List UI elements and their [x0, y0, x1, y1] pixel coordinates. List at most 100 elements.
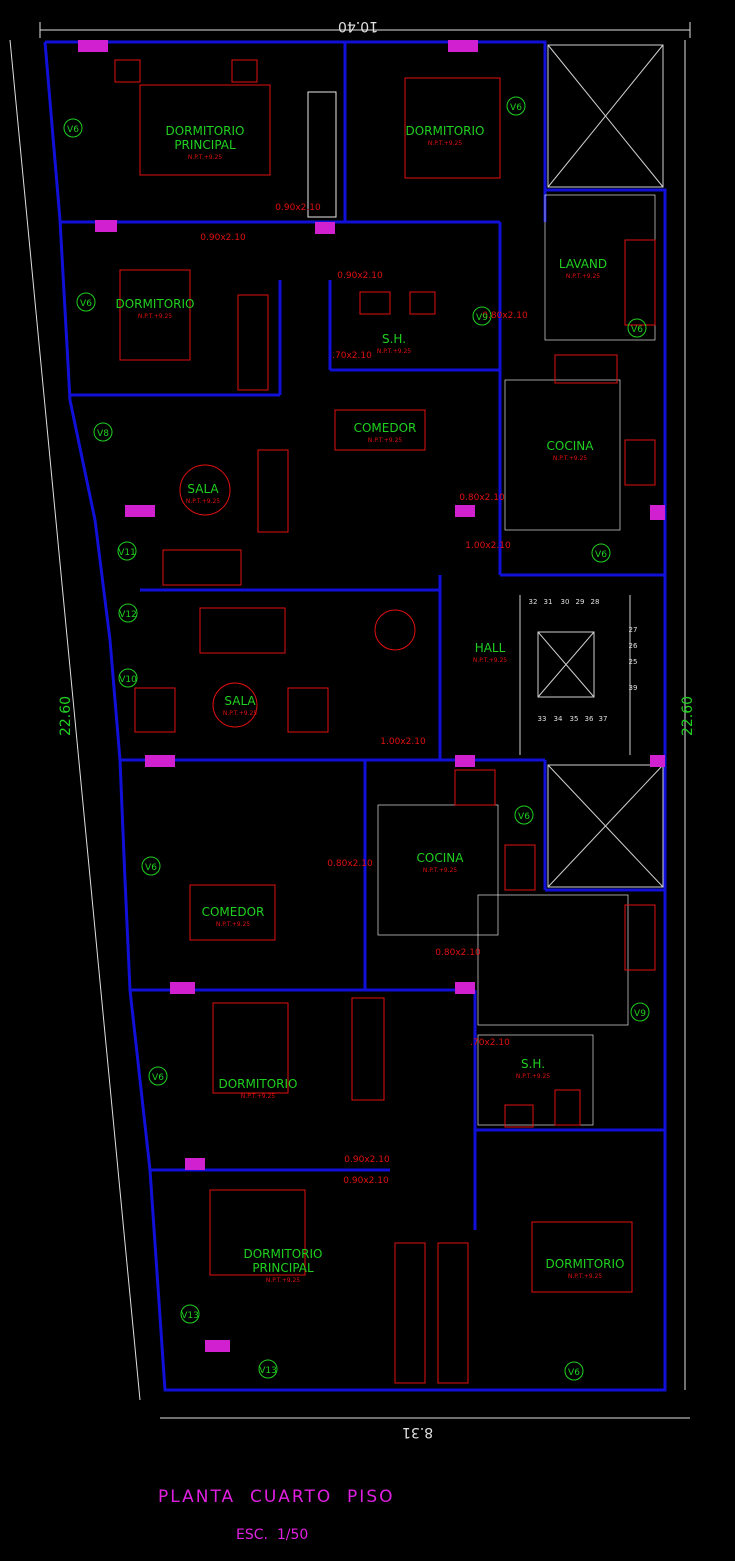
- dim-right: 22.60: [680, 695, 697, 737]
- door-size-label: 0.90x2.10: [343, 1176, 389, 1186]
- room-label: COCINA: [547, 439, 595, 453]
- stair-step: 35: [570, 715, 579, 723]
- door-size-label: 0.90x2.10: [337, 271, 383, 281]
- room-label: DORMITORIO: [545, 1257, 624, 1271]
- room-label: COCINA: [417, 851, 465, 865]
- window-tag-circle: [514, 805, 534, 825]
- door-size-label: 0.90x2.10: [344, 1155, 390, 1165]
- level-label: N.P.T.+9.25: [188, 154, 222, 161]
- stair-step: 34: [554, 715, 563, 723]
- window-tag: V13: [181, 1311, 199, 1321]
- level-label: N.P.T.+9.25: [516, 1073, 550, 1080]
- window-tag: V10: [119, 675, 137, 685]
- furniture: [114, 59, 656, 1384]
- window-tag: V6: [631, 325, 643, 335]
- dim-top: 10.40: [338, 18, 379, 34]
- room-label-sub: PRINCIPAL: [252, 1261, 314, 1275]
- stair-step: 36: [585, 715, 594, 723]
- window-tag: V12: [119, 610, 137, 620]
- level-label: N.P.T.+9.25: [473, 657, 507, 664]
- level-label: N.P.T.+9.25: [138, 313, 172, 320]
- level-label: N.P.T.+9.25: [553, 455, 587, 462]
- level-label: N.P.T.+9.25: [423, 867, 457, 874]
- level-label: N.P.T.+9.25: [266, 1277, 300, 1284]
- room-label: DORMITORIO: [405, 124, 484, 138]
- window-tag: V6: [80, 299, 92, 309]
- room-label: S.H.: [521, 1057, 545, 1071]
- door-size-label: 1.00x2.10: [380, 737, 426, 747]
- room-label-sub: PRINCIPAL: [174, 138, 236, 152]
- door-size-label: 0.80x2.10: [459, 493, 505, 503]
- level-label: N.P.T.+9.25: [568, 1273, 602, 1280]
- stair-step: 27: [629, 626, 638, 634]
- dim-left: 22.60: [58, 695, 75, 737]
- window-tag: V6: [152, 1073, 164, 1083]
- window-tag: V6: [518, 812, 530, 822]
- window-tag-circle: [141, 856, 161, 876]
- stair-step: 26: [629, 642, 638, 650]
- dimension-lines: [9, 22, 691, 1419]
- room-label: SALA: [224, 694, 256, 708]
- room-label: DORMITORIO: [165, 124, 244, 138]
- room-label: DORMITORIO: [115, 297, 194, 311]
- level-label: N.P.T.+9.25: [368, 437, 402, 444]
- window-tag-circle: [564, 1361, 584, 1381]
- stair-step: 31: [544, 598, 553, 606]
- door-size-label: .70x2.10: [332, 351, 372, 361]
- window-tag-circle: [506, 96, 526, 116]
- room-label: COMEDOR: [202, 905, 265, 919]
- room-label: DORMITORIO: [243, 1247, 322, 1261]
- level-label: N.P.T.+9.25: [216, 921, 250, 928]
- window-tag: V6: [510, 103, 522, 113]
- window-tag-circle: [591, 543, 611, 563]
- window-tag: V6: [568, 1368, 580, 1378]
- window-tag: V6: [67, 125, 79, 135]
- window-tag-circle: [180, 1304, 200, 1324]
- drawing-title: PLANTA CUARTO PISO: [158, 1487, 395, 1507]
- window-tag-circle: [117, 541, 137, 561]
- columns: [78, 40, 665, 1352]
- window-tag: V11: [118, 548, 136, 558]
- window-tag: V8: [97, 429, 109, 439]
- staircase: [519, 595, 631, 755]
- window-tag-circle: [472, 306, 492, 326]
- window-tag: V6: [595, 550, 607, 560]
- window-tag-circle: [93, 422, 113, 442]
- level-label: N.P.T.+9.25: [186, 498, 220, 505]
- door-size-label: 1.00x2.10: [465, 541, 511, 551]
- room-label: COMEDOR: [354, 421, 417, 435]
- room-label: DORMITORIO: [218, 1077, 297, 1091]
- window-tag: V9: [634, 1009, 646, 1019]
- door-size-label: 0.80x2.10: [327, 859, 373, 869]
- room-label: SALA: [187, 482, 219, 496]
- floor-tiles: [377, 194, 656, 1126]
- dim-bottom: 8.31: [402, 1424, 434, 1440]
- stair-step: 28: [591, 598, 600, 606]
- room-label: S.H.: [382, 332, 406, 346]
- stair-step: 25: [629, 658, 638, 666]
- window-tag-circle: [148, 1066, 168, 1086]
- level-label: N.P.T.+9.25: [428, 140, 462, 147]
- window-tag-circle: [118, 603, 138, 623]
- window-tag: V13: [259, 1366, 277, 1376]
- door-size-label: 0.80x2.10: [482, 311, 528, 321]
- drawing-scale: ESC. 1/50: [236, 1527, 309, 1543]
- room-label: HALL: [475, 641, 506, 655]
- stair-step: 30: [561, 598, 570, 606]
- door-size-label: 0.80x2.10: [435, 948, 481, 958]
- stair-step: 39: [629, 684, 638, 692]
- light-wells: [547, 44, 664, 888]
- level-label: N.P.T.+9.25: [223, 710, 257, 717]
- room-label: LAVAND: [559, 257, 607, 271]
- door-size-label: 0.90x2.10: [200, 233, 246, 243]
- stair-step: 29: [576, 598, 585, 606]
- stair-step: 37: [599, 715, 608, 723]
- window-tag-circle: [630, 1002, 650, 1022]
- stair-step: 33: [538, 715, 547, 723]
- window-tag-circle: [627, 318, 647, 338]
- door-size-label: .70x2.10: [470, 1038, 510, 1048]
- stair-step: 32: [529, 598, 538, 606]
- window-tag-circle: [63, 118, 83, 138]
- level-label: N.P.T.+9.25: [377, 348, 411, 355]
